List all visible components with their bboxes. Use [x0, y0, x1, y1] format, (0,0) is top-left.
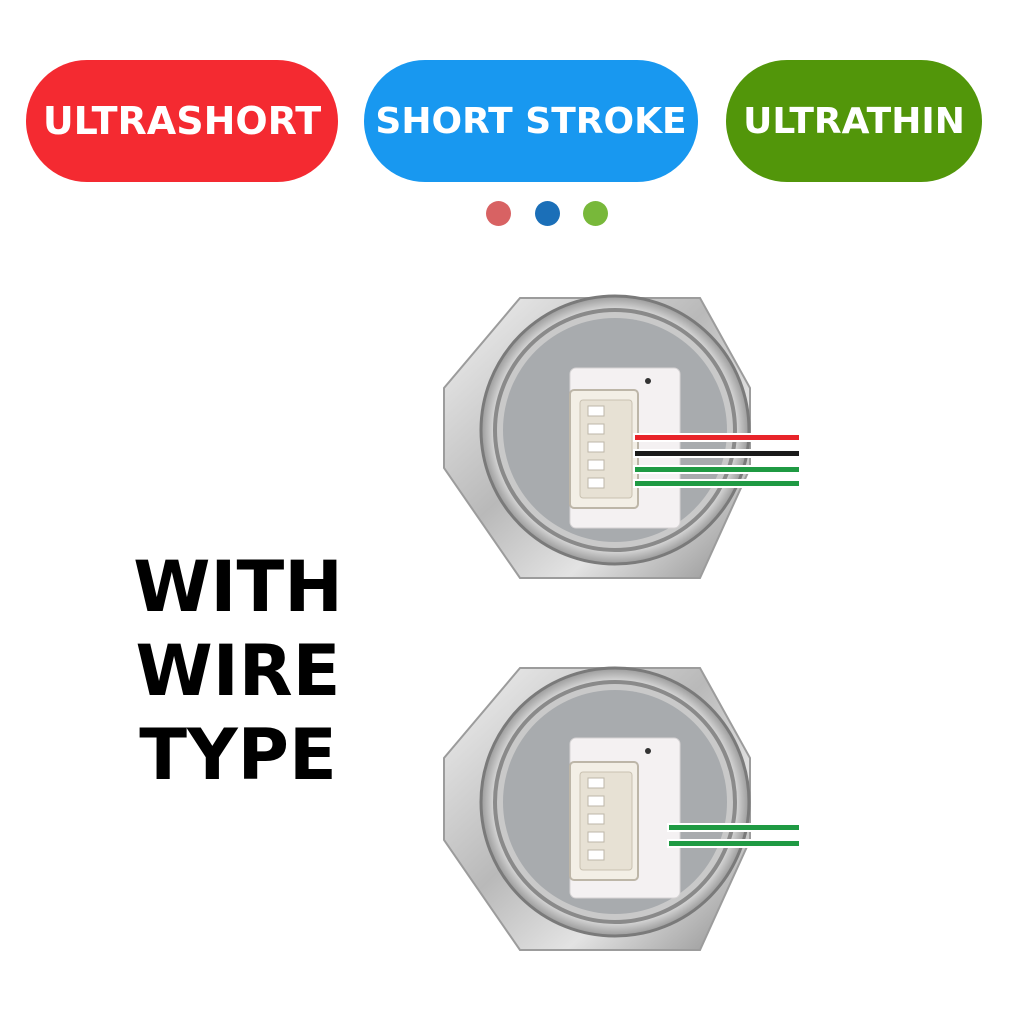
wire-bundle-four [633, 433, 800, 488]
ultrashort-badge: ULTRASHORT [26, 60, 338, 182]
indicator-dot-blue [535, 201, 560, 226]
switch-illustration [443, 294, 800, 579]
headline-line-2: TYPE [139, 714, 337, 796]
short-stroke-badge: SHORT STROKE [364, 60, 698, 182]
headline: WITH WIRE TYPE [28, 545, 448, 797]
product-photo-four-wires [420, 258, 800, 598]
switch-illustration [443, 666, 800, 951]
headline-line-1: WITH WIRE [133, 546, 343, 712]
ultrathin-badge: ULTRATHIN [726, 60, 982, 182]
wire-bundle-two [667, 823, 800, 848]
indicator-dots [486, 201, 610, 227]
indicator-dot-red [486, 201, 511, 226]
indicator-dot-green [583, 201, 608, 226]
product-photo-two-wires [420, 640, 800, 970]
